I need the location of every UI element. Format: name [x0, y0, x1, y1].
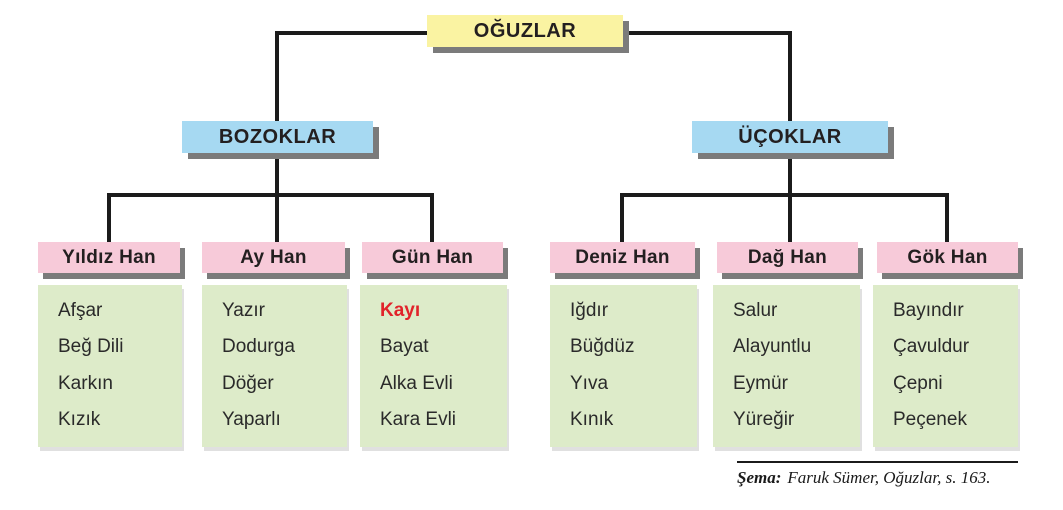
tribe-item-kayi: Kayı — [380, 299, 421, 321]
tribe-item: Kınık — [570, 409, 614, 431]
tribe-item: Yüreğir — [733, 409, 795, 431]
tribe-item: Çavuldur — [893, 336, 970, 358]
tribe-list-gok: Bayındır Çavuldur Çepni Peçenek — [873, 285, 1018, 447]
tribe-list-yildiz: Afşar Beğ Dili Karkın Kızık — [38, 285, 182, 447]
node-gun-han: Gün Han — [362, 242, 503, 273]
tribe-list-deniz: Iğdır Büğdüz Yıva Kınık — [550, 285, 697, 447]
connector-line — [107, 193, 434, 197]
connector-line — [788, 193, 792, 242]
node-bozoklar: BOZOKLAR — [182, 121, 373, 153]
tribe-list-dag: Salur Alayuntlu Eymür Yüreğir — [713, 285, 860, 447]
tribe-item: Dodurga — [222, 336, 295, 358]
node-yildiz-han: Yıldız Han — [38, 242, 180, 273]
connector-line — [623, 31, 792, 35]
node-dag-han: Dağ Han — [717, 242, 858, 273]
connector-line — [430, 193, 434, 242]
tribe-item: Döğer — [222, 372, 274, 394]
connector-line — [620, 193, 624, 242]
tribe-item: Salur — [733, 299, 778, 321]
connector-line — [275, 31, 279, 121]
tribe-item: Alayuntlu — [733, 336, 812, 358]
connector-line — [275, 153, 279, 197]
connector-line — [107, 193, 111, 242]
connector-line — [945, 193, 949, 242]
tribe-item: Yıva — [570, 372, 609, 394]
tribe-item: Kızık — [58, 409, 101, 431]
connector-line — [620, 193, 949, 197]
tribe-item: Çepni — [893, 372, 943, 394]
tribe-item: Yazır — [222, 299, 265, 321]
tribe-item: Yaparlı — [222, 409, 281, 431]
tribe-list-ay: Yazır Dodurga Döğer Yaparlı — [202, 285, 347, 447]
tribe-item: Kara Evli — [380, 409, 457, 431]
caption-divider — [737, 461, 1018, 463]
tribe-item: Bayat — [380, 336, 429, 358]
caption-label: Şema: — [737, 468, 782, 487]
node-deniz-han: Deniz Han — [550, 242, 695, 273]
node-ucoklar: ÜÇOKLAR — [692, 121, 888, 153]
tribe-item: Büğdüz — [570, 336, 635, 358]
tribe-item: Bayındır — [893, 299, 964, 321]
tribe-item: Karkın — [58, 372, 113, 394]
tribe-item: Peçenek — [893, 409, 967, 431]
caption-text: Faruk Sümer, Oğuzlar, s. 163. — [787, 468, 991, 487]
connector-line — [275, 193, 279, 242]
tribe-item: Alka Evli — [380, 372, 453, 394]
connector-line — [275, 31, 427, 35]
caption: Şema: Faruk Sümer, Oğuzlar, s. 163. — [737, 468, 990, 488]
node-gok-han: Gök Han — [877, 242, 1018, 273]
node-oguzlar: OĞUZLAR — [427, 15, 623, 47]
tribe-item: Eymür — [733, 372, 788, 394]
tribe-list-gun: Kayı Bayat Alka Evli Kara Evli — [360, 285, 507, 447]
tribe-item: Afşar — [58, 299, 103, 321]
tribe-item: Iğdır — [570, 299, 609, 321]
node-ay-han: Ay Han — [202, 242, 345, 273]
connector-line — [788, 31, 792, 121]
connector-line — [788, 153, 792, 197]
tribe-item: Beğ Dili — [58, 336, 124, 358]
